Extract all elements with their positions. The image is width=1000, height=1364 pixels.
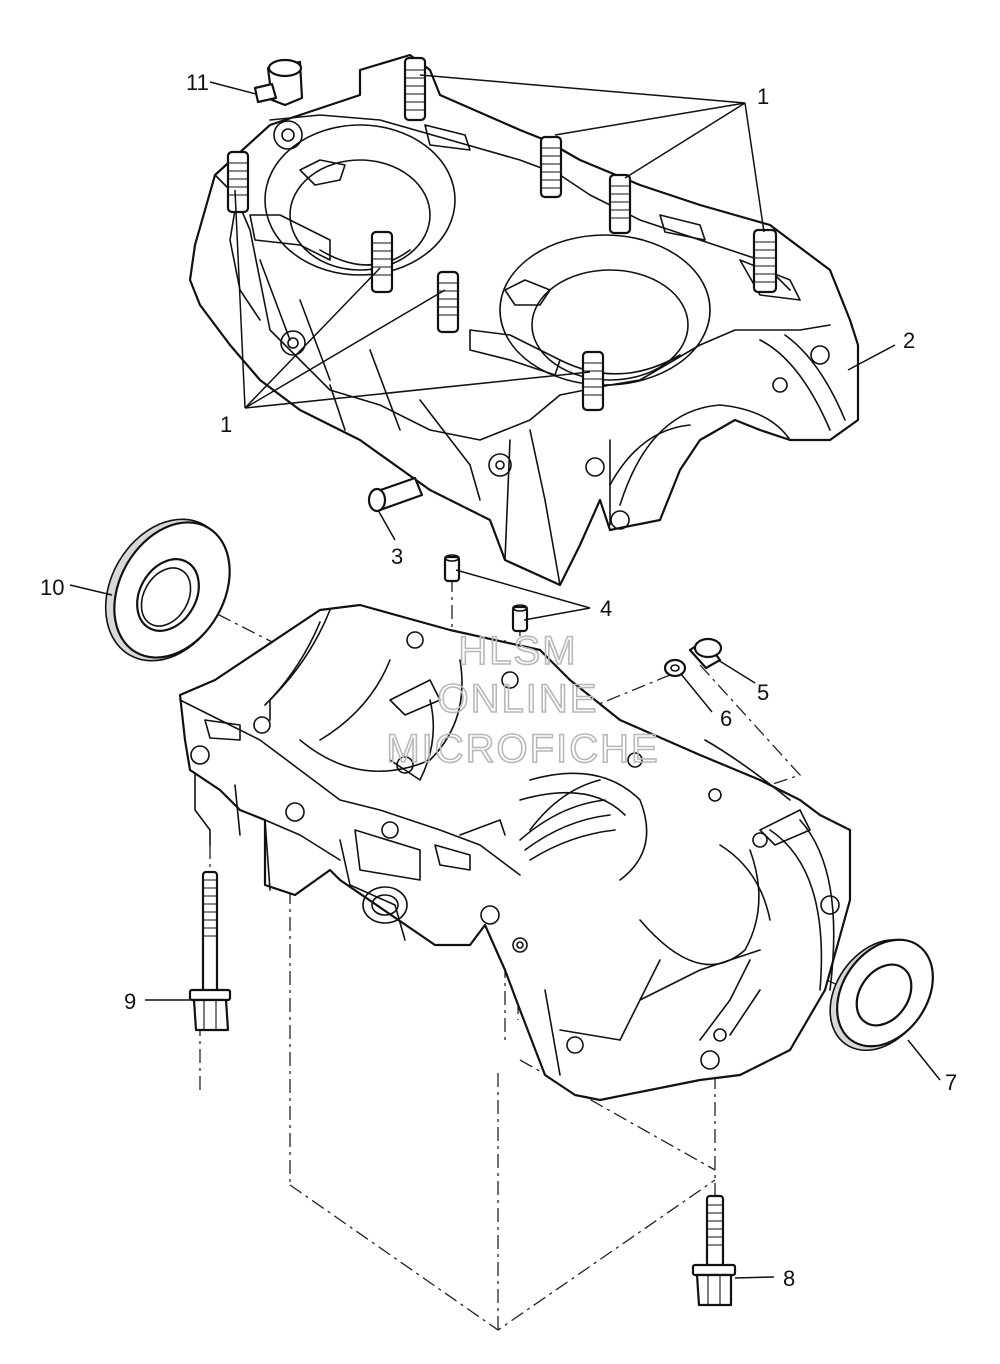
seal-small xyxy=(829,938,934,1052)
callout-1-upper: 1 xyxy=(757,84,769,109)
callout-numbers: 1 1 2 3 4 5 6 7 8 9 10 11 xyxy=(40,70,957,1291)
small-bolt-washer xyxy=(663,637,723,678)
stud xyxy=(226,150,250,214)
dowel-pins xyxy=(443,554,529,633)
bolt-short xyxy=(691,1194,737,1307)
callout-3: 3 xyxy=(391,544,403,569)
callout-11: 11 xyxy=(186,70,209,95)
stud xyxy=(581,350,605,412)
callout-4: 4 xyxy=(600,596,612,621)
callout-6: 6 xyxy=(720,706,732,731)
leader-lines xyxy=(69,74,941,1279)
stud xyxy=(539,135,563,199)
upper-crankcase xyxy=(188,53,860,587)
watermark-line-3: MICROFICHE xyxy=(386,727,659,771)
seal-large xyxy=(104,518,231,662)
watermark-line-1: HLSM xyxy=(458,629,577,673)
stud xyxy=(608,173,632,235)
cylinder-studs xyxy=(226,56,778,412)
stud xyxy=(436,270,460,334)
callout-7: 7 xyxy=(945,1070,957,1095)
callout-10: 10 xyxy=(40,575,64,600)
bolt-long xyxy=(188,870,232,1032)
callout-1-lower: 1 xyxy=(220,412,232,437)
stud xyxy=(403,56,427,122)
callout-9: 9 xyxy=(124,989,136,1014)
callout-8: 8 xyxy=(783,1266,795,1291)
stud xyxy=(752,228,778,294)
callout-2: 2 xyxy=(903,328,915,353)
elbow-fitting xyxy=(253,58,304,107)
stud xyxy=(370,230,394,294)
watermark: HLSM ONLINE MICROFICHE xyxy=(386,628,659,772)
callout-5: 5 xyxy=(757,680,769,705)
lower-crankcase xyxy=(178,603,852,1102)
watermark-line-2: ONLINE xyxy=(438,677,599,721)
pin-bolt xyxy=(367,476,424,513)
